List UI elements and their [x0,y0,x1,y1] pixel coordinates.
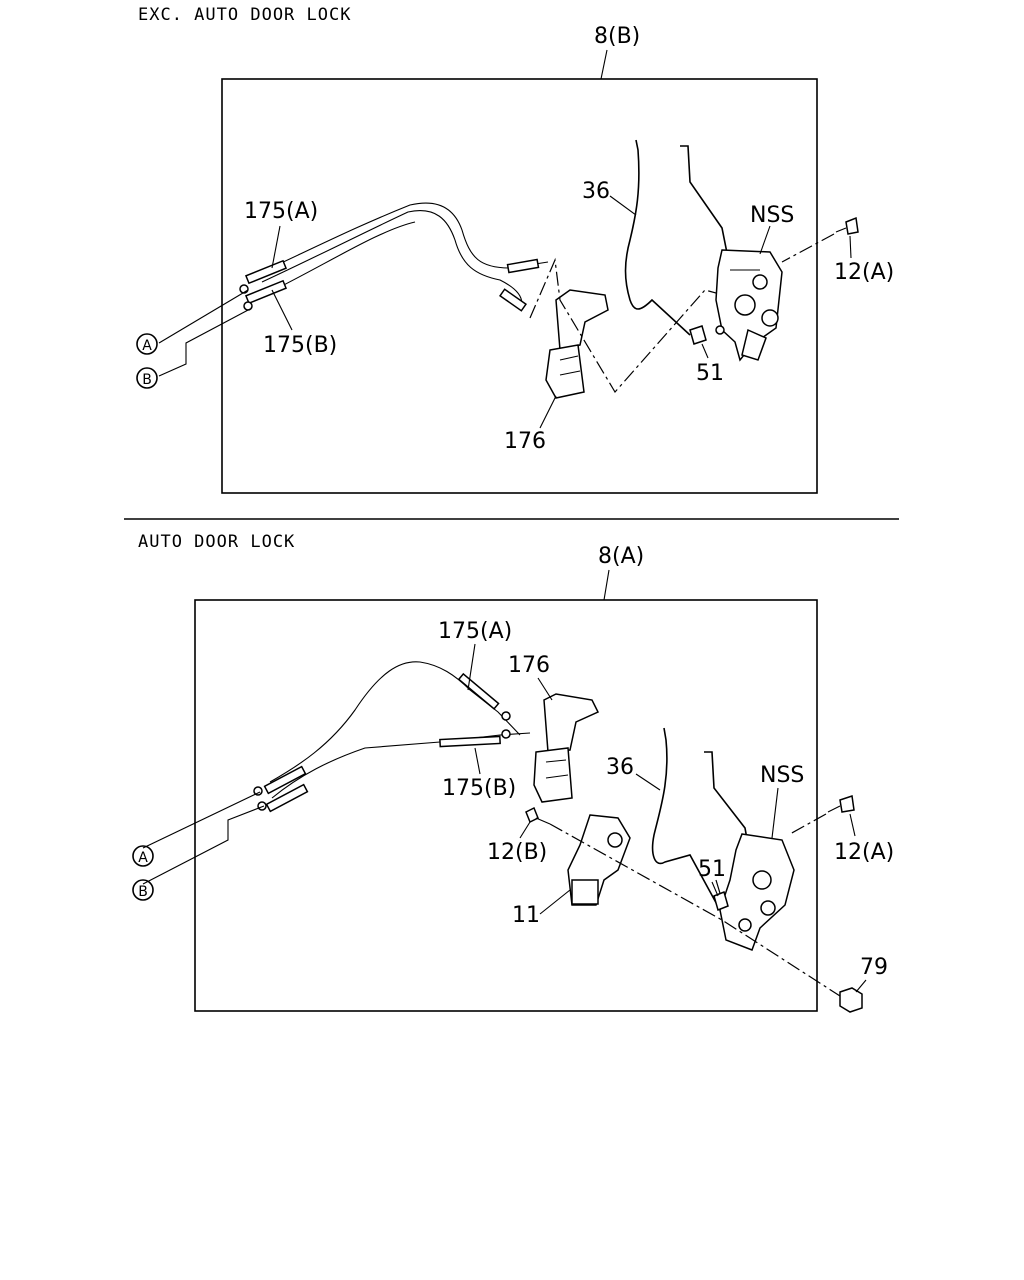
leader-a [142,791,261,849]
svg-text:B: B [142,372,152,388]
callout-175b: 175(B) [442,776,516,801]
inside-handle-176 [533,693,600,803]
callout-36: 36 [606,755,634,780]
callout-nss: NSS [760,763,804,788]
callout-11: 11 [512,903,540,928]
screw-12a [827,795,855,813]
leader-a [158,289,249,344]
inside-handle-176 [545,289,609,399]
bolt-79 [839,987,863,1013]
callout-51: 51 [696,361,724,386]
callout-176: 176 [508,653,550,678]
door-lock-actuator-11 [567,814,631,906]
section-auto-door-lock: AUTO DOOR LOCK 8(A) A B 175(A) [132,532,894,1013]
rod-36 [651,727,721,911]
callout-175b: 175(B) [263,333,337,358]
assembly-frame [194,599,818,1012]
leader-b [158,308,251,377]
clip-51 [713,890,729,912]
door-latch-nss [715,249,783,362]
assembly-frame [221,78,818,494]
door-latch-nss [719,833,795,951]
rod-36 [624,139,691,336]
callout-79: 79 [860,955,888,980]
section-title: AUTO DOOR LOCK [138,532,295,552]
clip-51 [689,325,725,345]
leader-b [142,805,265,885]
callout-175a: 175(A) [244,199,318,224]
circle-b-marker: B [132,879,154,901]
screw-12b [525,806,551,825]
svg-text:A: A [138,850,148,866]
frame-label: 8(A) [598,544,644,569]
svg-text:B: B [138,884,148,900]
section-exc-auto-door-lock: EXC. AUTO DOOR LOCK 8(B) A B [136,5,894,494]
circle-a-marker: A [136,333,158,355]
callout-12a: 12(A) [834,260,894,285]
circle-b-marker: B [136,367,158,389]
callout-51: 51 [698,857,726,882]
frame-leader [600,49,608,80]
frame-label: 8(B) [594,24,640,49]
callout-12a: 12(A) [834,840,894,865]
callout-176: 176 [504,429,546,454]
callout-175a: 175(A) [438,619,512,644]
callout-nss: NSS [750,203,794,228]
section-title: EXC. AUTO DOOR LOCK [138,5,351,25]
svg-text:A: A [142,338,152,354]
circle-a-marker: A [132,845,154,867]
callout-36: 36 [582,179,610,204]
callout-12b: 12(B) [487,840,547,865]
screw-12a [835,216,859,235]
frame-leader [603,569,610,601]
cable-175-assembly [239,202,549,312]
